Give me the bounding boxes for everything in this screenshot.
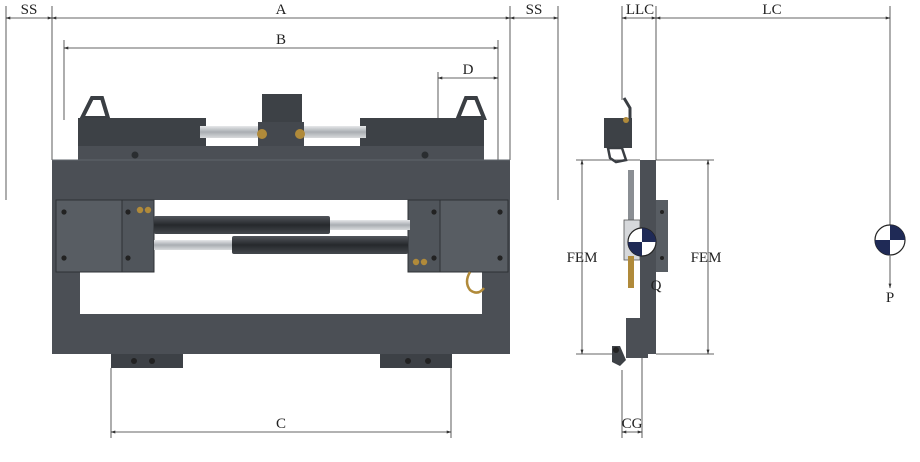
cg-symbol-p	[874, 224, 906, 256]
front-view: SS A SS B D C	[5, 2, 559, 438]
dim-label-cg: CG	[622, 416, 643, 432]
dim-label-lc: LC	[762, 2, 781, 18]
dim-label-c: C	[276, 416, 286, 432]
dim-label-ss-left: SS	[21, 2, 38, 18]
front-dimension-lines	[5, 6, 559, 438]
dim-label-fem-left: FEM	[567, 250, 598, 266]
dim-label-d: D	[463, 62, 474, 78]
dim-label-fem-right: FEM	[691, 250, 722, 266]
dim-label-llc: LLC	[626, 2, 654, 18]
load-label-q: Q	[651, 278, 662, 294]
dim-label-b: B	[276, 32, 286, 48]
cg-symbol-q	[627, 227, 657, 257]
dim-label-ss-right: SS	[526, 2, 543, 18]
left-side-plate	[55, 199, 155, 273]
bottom-fork-mounts	[111, 354, 452, 368]
upper-hook-bar	[78, 94, 487, 160]
side-view: LLC LC FEM FEM CG Q P	[567, 2, 906, 438]
load-label-p: P	[886, 290, 894, 306]
dim-label-a: A	[276, 2, 287, 18]
side-profile	[604, 97, 668, 366]
hydraulic-cylinders	[154, 216, 410, 254]
side-dimension-lines	[576, 6, 892, 438]
right-side-plate	[407, 199, 509, 294]
